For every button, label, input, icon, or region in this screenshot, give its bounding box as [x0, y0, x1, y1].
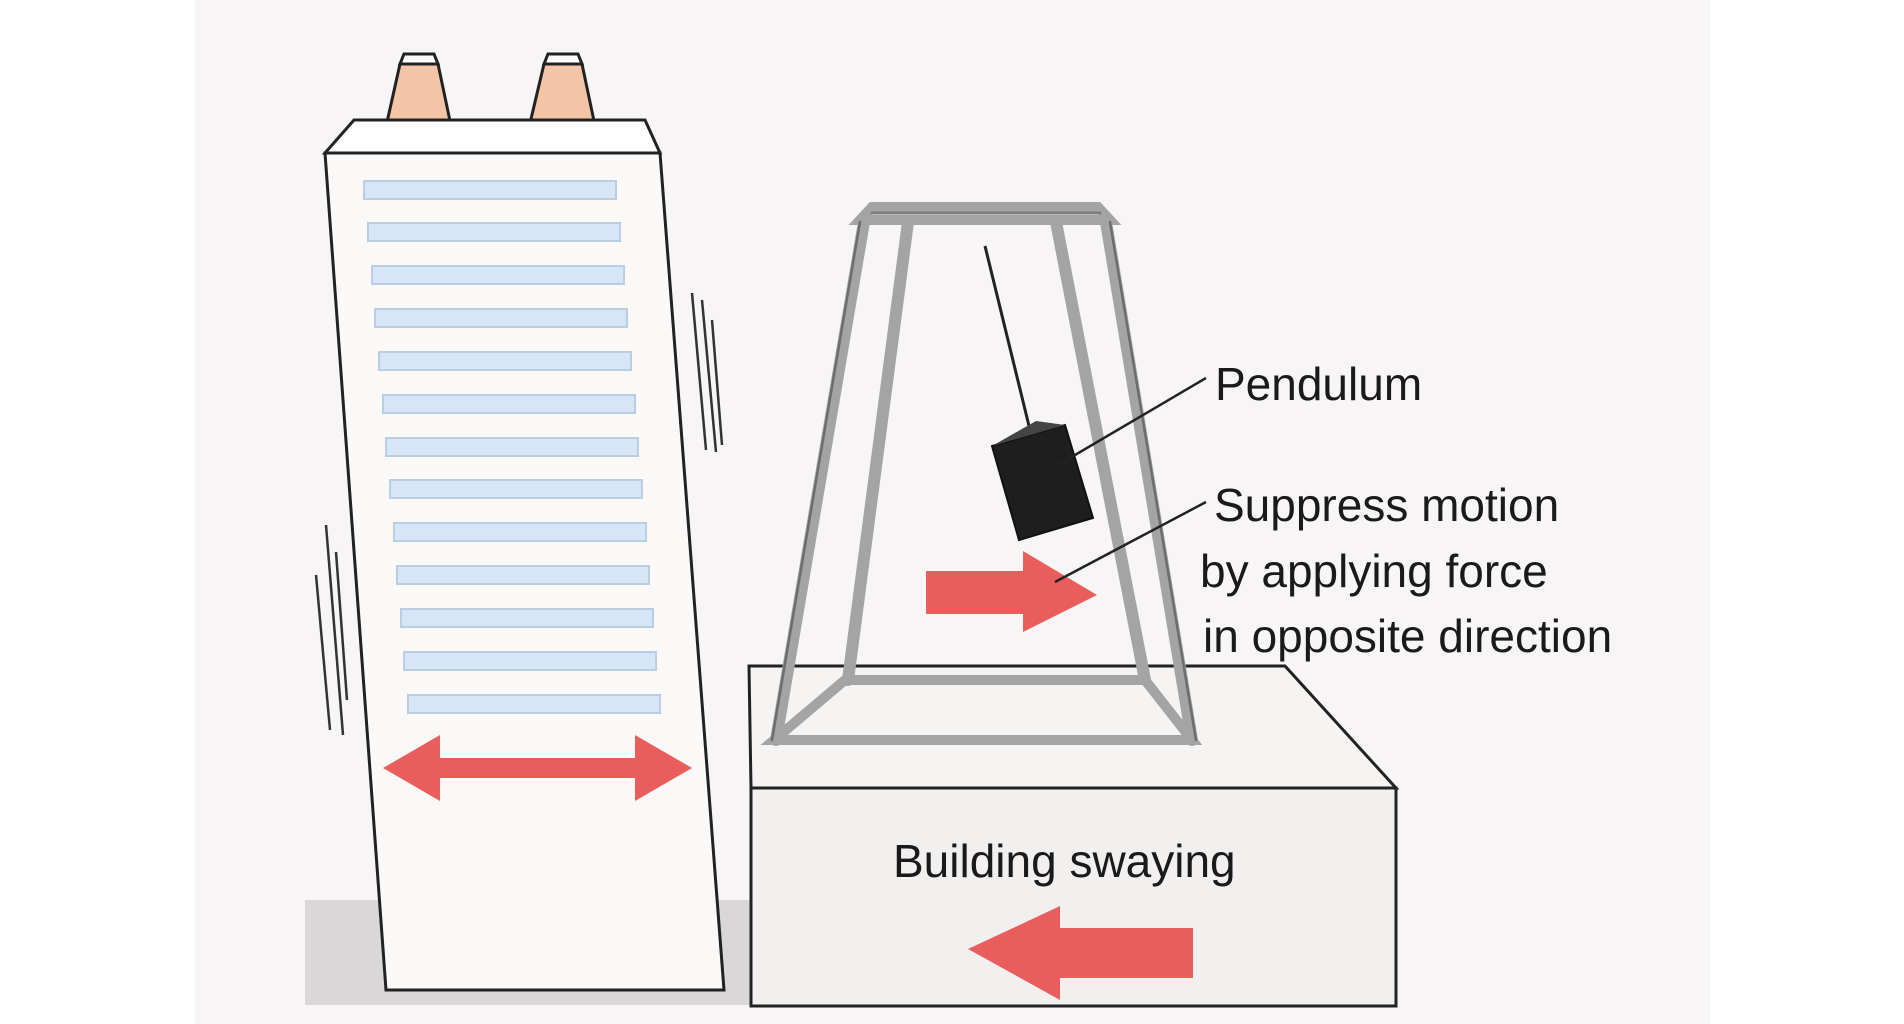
left-arrow-icon [968, 906, 1193, 1000]
right-arrow-icon [926, 551, 1097, 632]
leader-lines [1054, 376, 1207, 584]
building-swaying-label: Building swaying [893, 835, 1236, 887]
pendulum-string [983, 245, 1032, 431]
pendulum-weight [990, 421, 1095, 542]
building-base-block [747, 664, 1400, 1008]
motion-lines [314, 292, 724, 736]
suppress-label-line3: in opposite direction [1203, 610, 1612, 662]
building-roof [321, 118, 663, 155]
suppress-label-line2: by applying force [1200, 545, 1548, 597]
suppress-label-line1: Suppress motion [1214, 479, 1559, 531]
damper-frame [760, 202, 1203, 746]
pendulum-label: Pendulum [1215, 358, 1422, 410]
double-headed-arrow-icon [383, 735, 692, 801]
swaying-building [314, 52, 726, 992]
building-windows [363, 180, 661, 714]
